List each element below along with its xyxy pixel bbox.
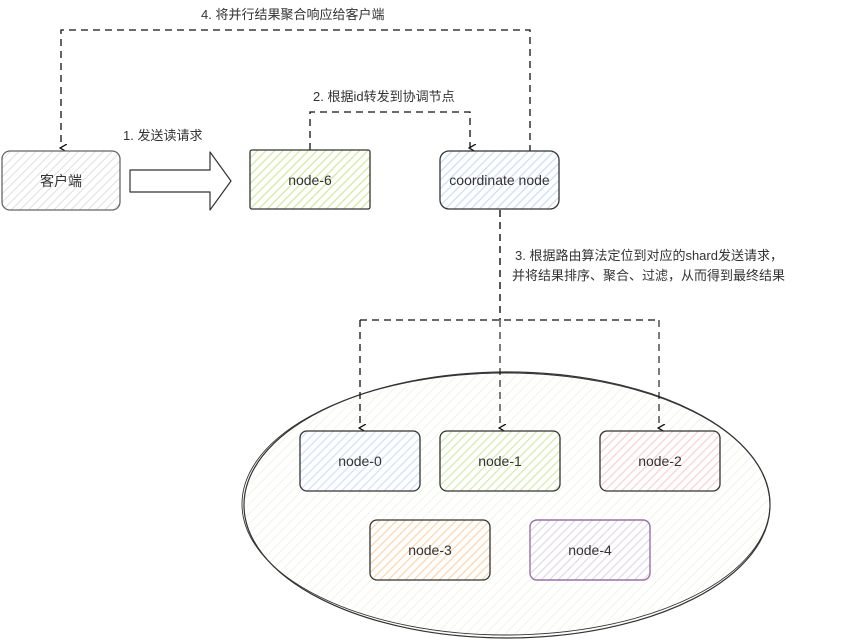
node-4-box[interactable] (529, 519, 651, 581)
node-2-label: node-2 (638, 453, 682, 469)
node-4-label: node-4 (568, 542, 612, 558)
node-3-box[interactable] (369, 519, 491, 581)
client-label: 客户端 (40, 172, 82, 189)
node-6-label: node-6 (288, 171, 332, 188)
node-2-box[interactable] (599, 430, 721, 492)
step1-label: 1. 发送读请求 (123, 128, 203, 143)
step3-label-line1: 3. 根据路由算法定位到对应的shard发送请求， (515, 248, 783, 263)
coordinate-node-box[interactable] (439, 150, 560, 210)
node-1-box[interactable] (439, 430, 561, 492)
coordinate-node-label: coordinate node (449, 172, 550, 188)
node-6-box[interactable] (249, 149, 371, 210)
node-0-box[interactable] (299, 430, 421, 492)
step2-label: 2. 根据id转发到协调节点 (313, 89, 455, 104)
step3-label-line2: 并将结果排序、聚合、过滤，从而得到最终结果 (512, 268, 786, 283)
node-1-label: node-1 (478, 453, 522, 469)
edge-step4-response (61, 29, 531, 152)
node-3-label: node-3 (408, 542, 452, 558)
node-0-label: node-0 (338, 453, 382, 469)
edge-step2-forward (309, 111, 470, 150)
client-box[interactable] (1, 150, 121, 211)
cluster-ellipse (241, 371, 771, 639)
step4-label: 4. 将并行结果聚合响应给客户端 (201, 7, 385, 22)
edge-step1-arrow (129, 151, 232, 211)
edge-step3-fanout (360, 210, 659, 428)
